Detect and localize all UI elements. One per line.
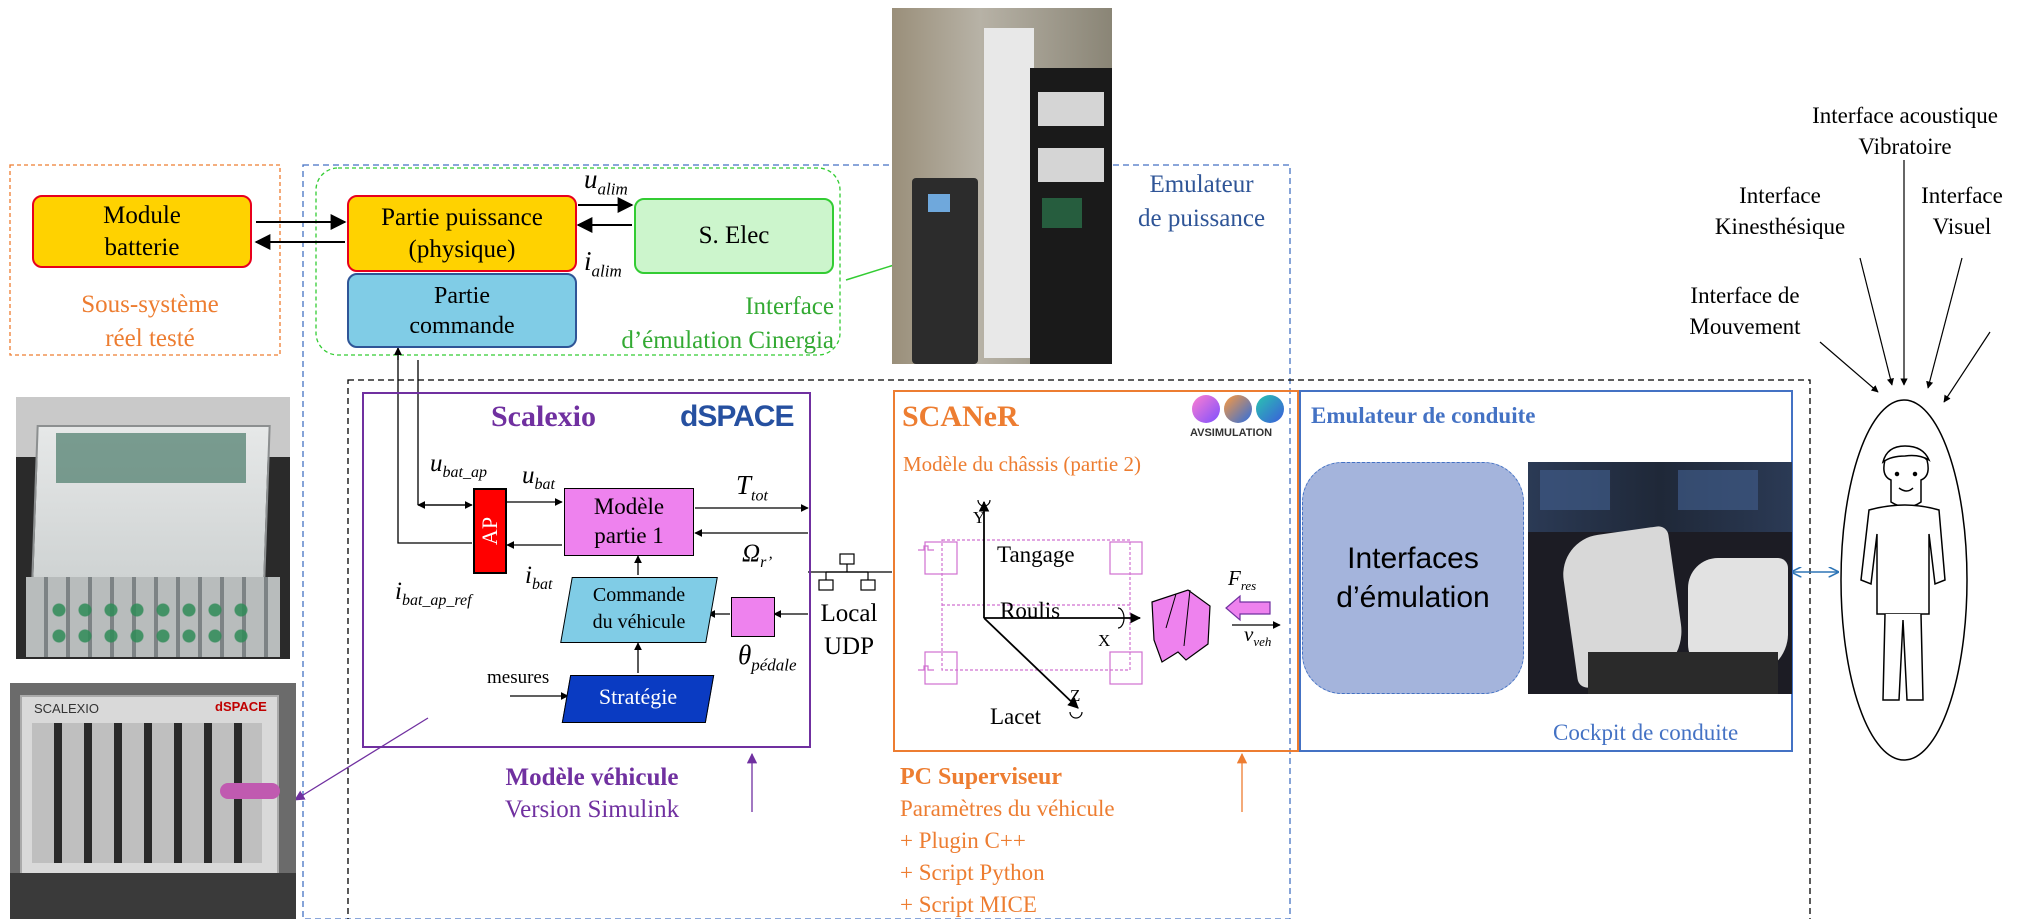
interface-mouvement-label: Interface de Mouvement: [1689, 283, 1801, 340]
hil-frame: [347, 379, 1811, 919]
human-ellipse: [1840, 399, 1968, 761]
wheel-fr: [1109, 541, 1143, 575]
scaner-title: SCANeR: [902, 400, 1019, 433]
modele-partie-1-box: Modèle partie 1: [564, 488, 694, 556]
t-tot-label: Ttot: [736, 470, 768, 505]
network-label: Local UDP: [820, 600, 878, 660]
scalexio-frame: [362, 392, 811, 748]
partie-commande-box: Partie commande: [347, 273, 577, 348]
power-emulator-frame: [302, 164, 1291, 919]
battery-photo: [16, 397, 290, 659]
cinergia-label: Interface d’émulation Cinergia: [621, 293, 834, 354]
module-batterie-box: Module batterie: [32, 195, 252, 268]
scaner-caption-line: + Script Python: [900, 860, 1045, 885]
partie-puissance-box: Partie puissance (physique): [347, 195, 577, 272]
cinergia-frame: [315, 167, 841, 356]
f-res-label: Fres: [1228, 566, 1257, 594]
lacet-label: Lacet: [990, 704, 1042, 729]
roulis-label: Roulis: [1000, 598, 1061, 623]
battery-caption: Sous-système réel testé: [81, 291, 219, 352]
scaner-caption-line: Paramètres du véhicule: [900, 796, 1115, 821]
scaner-caption-line: + Script MICE: [900, 892, 1037, 917]
cockpit-caption: Cockpit de conduite: [1553, 720, 1739, 745]
scalexio-caption-bold: Modèle véhicule: [505, 764, 679, 791]
dspace-logo: dSPACE: [680, 400, 794, 433]
avsimulation-logo: AVSIMULATION: [1188, 395, 1292, 443]
network-icon: [818, 553, 876, 591]
axis-y-label: Y: [973, 508, 986, 527]
interface-kinesthesique-label: Interface Kinesthésique: [1714, 183, 1846, 240]
tangage-label: Tangage: [997, 542, 1075, 567]
scaner-subtitle: Modèle du châssis (partie 2): [903, 452, 1141, 476]
scaner-caption-line: + Plugin C++: [900, 828, 1026, 853]
i-bat-label: ibat: [525, 562, 553, 593]
wheel-rr: [1109, 651, 1143, 685]
ap-block: AP: [473, 488, 507, 574]
scalexio-caption: Version Simulink: [504, 796, 680, 823]
cinergia-photo: [892, 8, 1112, 364]
scaner-caption-bold: PC Superviseur: [900, 764, 1062, 790]
commande-vehicule-box: Commande du véhicule: [560, 577, 718, 643]
interface-acoustique-label: Interface acoustique Vibratoire: [1812, 103, 1998, 160]
u-alim-label: ualim: [584, 164, 628, 199]
cockpit-title: Emulateur de conduite: [1311, 403, 1536, 428]
u-bat-label: ubat: [522, 462, 555, 493]
interfaces-emulation-box: Interfaces d’émulation: [1302, 462, 1524, 694]
v-veh-label: vveh: [1244, 622, 1272, 650]
i-alim-label: ialim: [584, 246, 622, 281]
axis-z-label: Z: [1070, 686, 1081, 705]
scalexio-photo: SCALEXIO dSPACE: [10, 683, 296, 919]
i-bat-ap-ref-label: ibat_ap_ref: [395, 578, 472, 609]
strategie-box: Stratégie: [561, 675, 715, 723]
scaner-frame: [893, 390, 1299, 752]
battery-frame: [9, 164, 281, 356]
pedal-block: [731, 597, 775, 637]
omega-label: Ωr’: [742, 540, 773, 571]
human-figure-icon: [1860, 445, 1946, 701]
wheel-fl: [924, 541, 958, 575]
mesures-label: mesures: [487, 667, 550, 688]
power-emulator-label: Emulateur de puissance: [1138, 171, 1266, 232]
theta-label: θpédale: [738, 640, 797, 675]
wheel-rl: [924, 651, 958, 685]
cockpit-photo: [1528, 462, 1792, 694]
cockpit-frame: [1299, 390, 1793, 752]
s-elec-box: S. Elec: [634, 198, 834, 274]
u-bat-ap-label: ubat_ap: [430, 450, 487, 481]
interface-visuel-label: Interface Visuel: [1921, 183, 2003, 240]
chassis-diagram: [918, 499, 1281, 719]
scalexio-title: Scalexio: [491, 400, 596, 433]
axis-x-label: X: [1098, 631, 1111, 650]
